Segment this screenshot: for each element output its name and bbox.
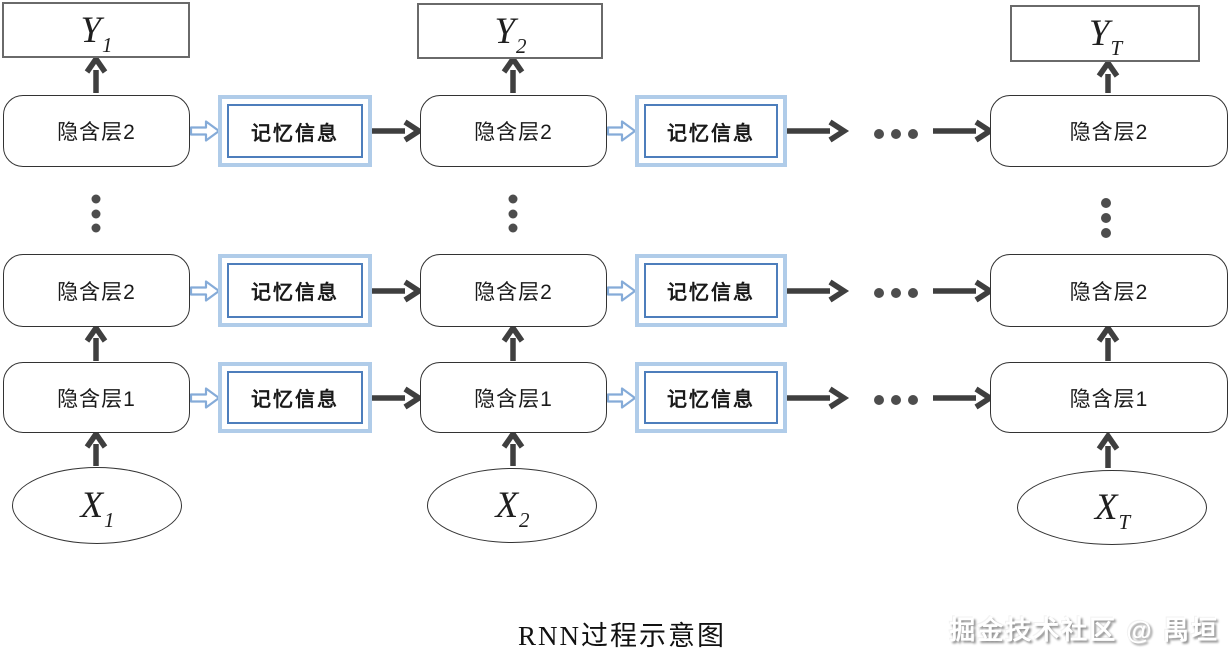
ellipsis-dots-mid <box>874 288 918 298</box>
hidden-layer2-label: 隐含层2 <box>57 280 136 304</box>
arrow-memory-to-hidden1-bot <box>371 386 425 410</box>
input-label-x1: X1 <box>80 485 115 532</box>
diagram-caption: RNN过程示意图 <box>517 621 726 651</box>
output-label-yt: YT <box>1088 13 1123 60</box>
hidden-layer2-top-col1: 隐含层2 <box>3 95 190 167</box>
memory-label: 记忆信息 <box>227 263 363 318</box>
vertical-ellipsis-col2 <box>508 194 518 233</box>
arrow-memory2-to-ellipsis-top <box>787 119 850 143</box>
input-label-x2: X2 <box>495 485 530 532</box>
hidden-layer2-top-col2: 隐含层2 <box>420 95 607 167</box>
hidden-layer1-label: 隐含层1 <box>57 387 136 411</box>
watermark: 掘金技术社区 @ 禺垣 <box>949 615 1219 645</box>
memory-label: 记忆信息 <box>227 104 363 158</box>
blue-arrow-hidden2-to-memory-mid-col2 <box>606 280 637 302</box>
arrow-memory-to-hidden2-mid <box>371 279 425 303</box>
hidden-layer1-label: 隐含层1 <box>1069 387 1149 411</box>
hidden-layer2-top-colt: 隐含层2 <box>990 95 1228 167</box>
input-ellipse-x1: X1 <box>12 467 182 544</box>
memory-box-bot-col1: 记忆信息 <box>218 362 372 433</box>
arrow-hidden2-to-y2 <box>501 54 525 93</box>
hidden-layer1-col2: 隐含层1 <box>420 362 607 433</box>
output-box-y1: Y1 <box>2 2 190 58</box>
hidden-layer1-col1: 隐含层1 <box>3 362 190 433</box>
blue-arrow-hidden1-to-memory-bot-col2 <box>606 387 637 409</box>
vertical-ellipsis-colt <box>1101 198 1111 238</box>
input-ellipse-x2: X2 <box>427 468 597 543</box>
arrow-hidden2-to-yt <box>1096 58 1120 93</box>
output-label-y1: Y1 <box>80 9 113 57</box>
arrow-memory2-to-ellipsis-bot <box>787 386 850 410</box>
arrow-memory2-to-ellipsis-mid <box>787 279 850 303</box>
output-box-y2: Y2 <box>417 3 603 59</box>
arrow-hidden2-to-y1 <box>84 54 108 93</box>
arrow-ellipsis-to-hidden2-top <box>933 119 996 143</box>
arrow-xt-to-hidden1 <box>1096 431 1120 468</box>
memory-label: 记忆信息 <box>644 263 778 318</box>
input-label-xt: XT <box>1094 487 1131 534</box>
output-box-yt: YT <box>1010 5 1200 62</box>
arrow-hidden1-to-hidden2-col1 <box>84 323 108 361</box>
memory-box-mid-col2: 记忆信息 <box>635 254 787 327</box>
memory-box-top-col1: 记忆信息 <box>218 95 372 167</box>
hidden-layer1-label: 隐含层1 <box>474 387 553 411</box>
hidden-layer2-mid-col2: 隐含层2 <box>420 254 607 327</box>
memory-label: 记忆信息 <box>644 371 778 424</box>
arrow-hidden1-to-hidden2-col2 <box>501 323 525 361</box>
arrow-ellipsis-to-hidden2-mid <box>933 279 996 303</box>
arrow-x1-to-hidden1 <box>84 429 108 466</box>
blue-arrow-hidden1-to-memory-bot-col1 <box>189 387 221 409</box>
arrow-x2-to-hidden1 <box>501 429 525 466</box>
arrow-hidden1-to-hidden2-colt <box>1096 323 1120 361</box>
output-label-y2: Y2 <box>494 10 527 58</box>
input-ellipse-xt: XT <box>1017 470 1207 545</box>
hidden-layer1-colt: 隐含层1 <box>990 362 1228 433</box>
hidden-layer2-mid-colt: 隐含层2 <box>990 254 1228 327</box>
arrow-ellipsis-to-hidden1-bot <box>933 386 996 410</box>
vertical-ellipsis-col1 <box>91 194 101 233</box>
memory-label: 记忆信息 <box>227 371 363 424</box>
hidden-layer2-label: 隐含层2 <box>57 121 136 144</box>
blue-arrow-hidden2-to-memory-mid-col1 <box>189 280 221 302</box>
blue-arrow-hidden2-to-memory-top-col2 <box>606 120 637 142</box>
arrow-memory-to-hidden2-top <box>371 119 425 143</box>
hidden-layer2-label: 隐含层2 <box>474 280 553 304</box>
ellipsis-dots-top <box>874 129 918 139</box>
ellipsis-dots-bot <box>874 395 918 405</box>
blue-arrow-hidden2-to-memory-top-col1 <box>189 120 221 142</box>
memory-label: 记忆信息 <box>644 104 778 158</box>
hidden-layer2-label: 隐含层2 <box>474 121 553 144</box>
hidden-layer2-mid-col1: 隐含层2 <box>3 254 190 327</box>
hidden-layer2-label: 隐含层2 <box>1069 121 1149 144</box>
memory-box-mid-col1: 记忆信息 <box>218 254 372 327</box>
hidden-layer2-label: 隐含层2 <box>1069 280 1149 304</box>
memory-box-top-col2: 记忆信息 <box>635 95 787 167</box>
memory-box-bot-col2: 记忆信息 <box>635 362 787 433</box>
